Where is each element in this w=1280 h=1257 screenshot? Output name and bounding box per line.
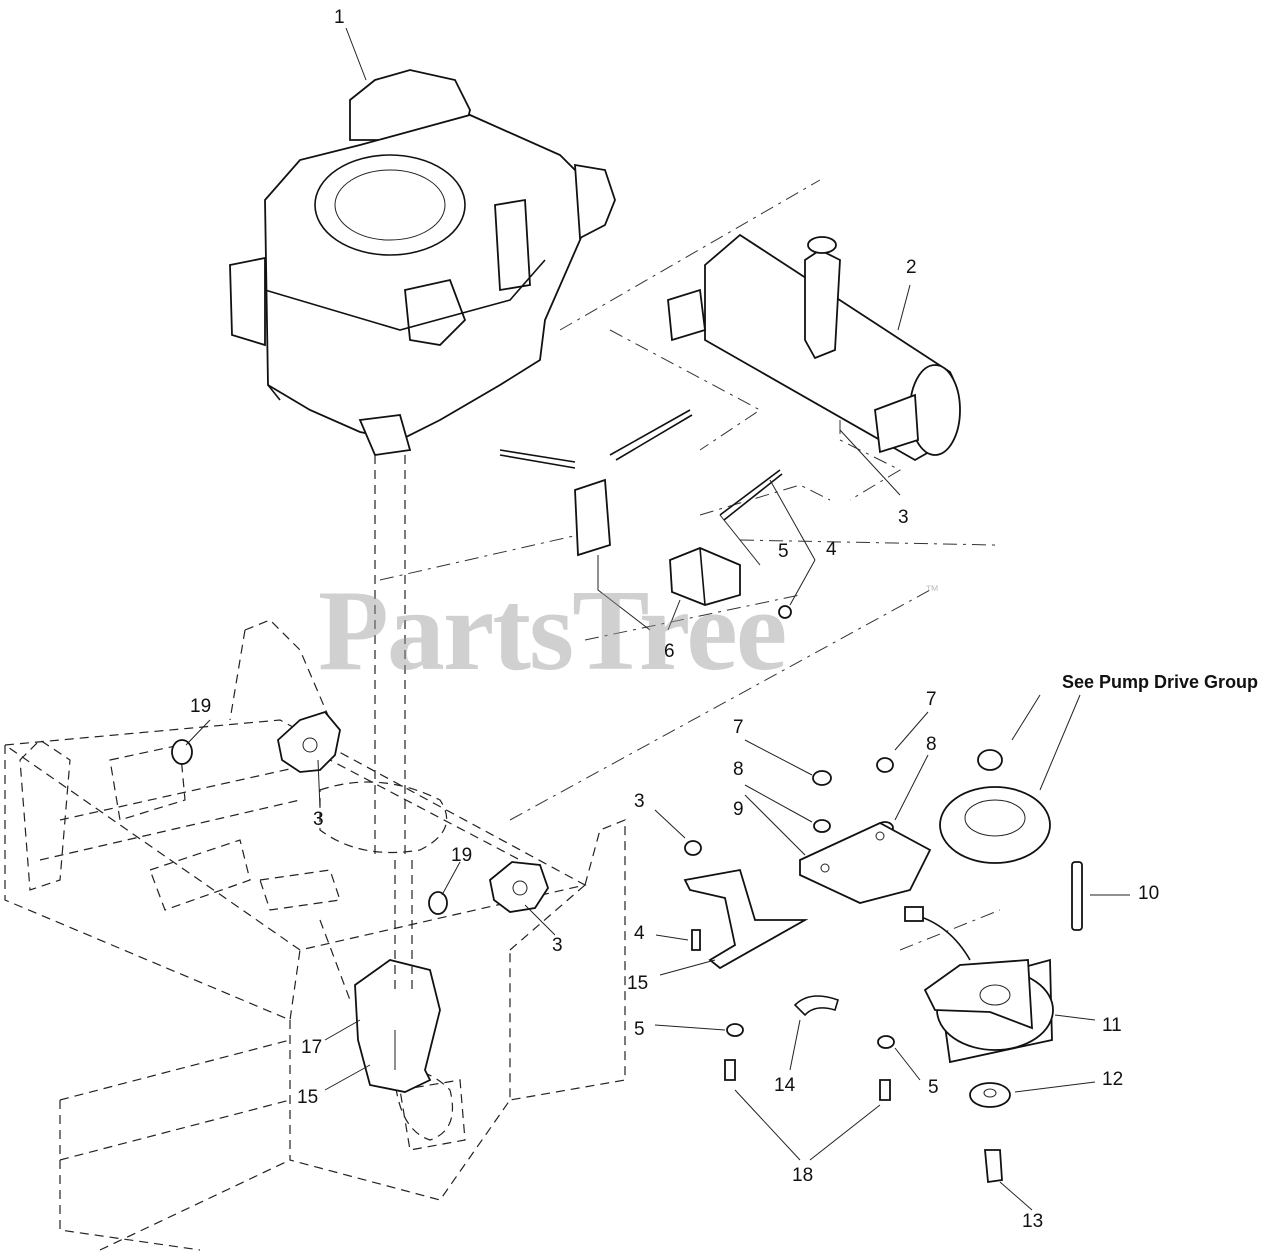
callout-7-right: 7 [926, 689, 937, 710]
callout-12: 12 [1102, 1069, 1124, 1090]
partstree-watermark: PartsTree [318, 567, 787, 695]
callout-17: 17 [301, 1037, 323, 1058]
pump-drive-group-note: See Pump Drive Group [1062, 672, 1259, 692]
callout-2: 2 [906, 257, 917, 278]
callout-5-left: 5 [634, 1019, 645, 1040]
callout-8-left: 8 [733, 759, 744, 780]
callout-15-left: 15 [297, 1087, 319, 1108]
callout-3-frame-right: 3 [552, 935, 563, 956]
callout-10: 10 [1138, 883, 1160, 904]
callout-7-left: 7 [733, 717, 744, 738]
callout-3-muffler: 3 [898, 507, 909, 528]
callout-3-frame-left: 3 [313, 809, 324, 830]
muffler [667, 233, 961, 462]
callout-4-lower: 4 [634, 923, 645, 944]
callout-15-right: 15 [627, 973, 649, 994]
trademark-symbol: ™ [925, 582, 939, 598]
frame-pulleys [171, 710, 549, 1093]
callout-9: 9 [733, 799, 744, 820]
callout-5-right: 5 [928, 1077, 939, 1098]
callout-13: 13 [1022, 1211, 1044, 1232]
leader-lines [185, 27, 1130, 1211]
bracket-hardware [499, 409, 792, 631]
engine [229, 69, 616, 456]
callout-5-upper: 5 [778, 541, 789, 562]
callout-6: 6 [664, 641, 675, 662]
callout-19-left: 19 [190, 696, 212, 717]
callout-18: 18 [792, 1165, 814, 1186]
callout-8-right: 8 [926, 734, 937, 755]
chassis-frame [3, 619, 626, 1251]
engine-shaft [374, 455, 413, 990]
clutch-assembly [683, 749, 1083, 1184]
callout-3-bracket: 3 [634, 791, 645, 812]
callout-1: 1 [334, 7, 345, 28]
callout-4-upper: 4 [826, 539, 837, 560]
callout-14: 14 [774, 1075, 796, 1096]
callout-11: 11 [1102, 1015, 1122, 1036]
callout-19-right: 19 [451, 845, 473, 866]
